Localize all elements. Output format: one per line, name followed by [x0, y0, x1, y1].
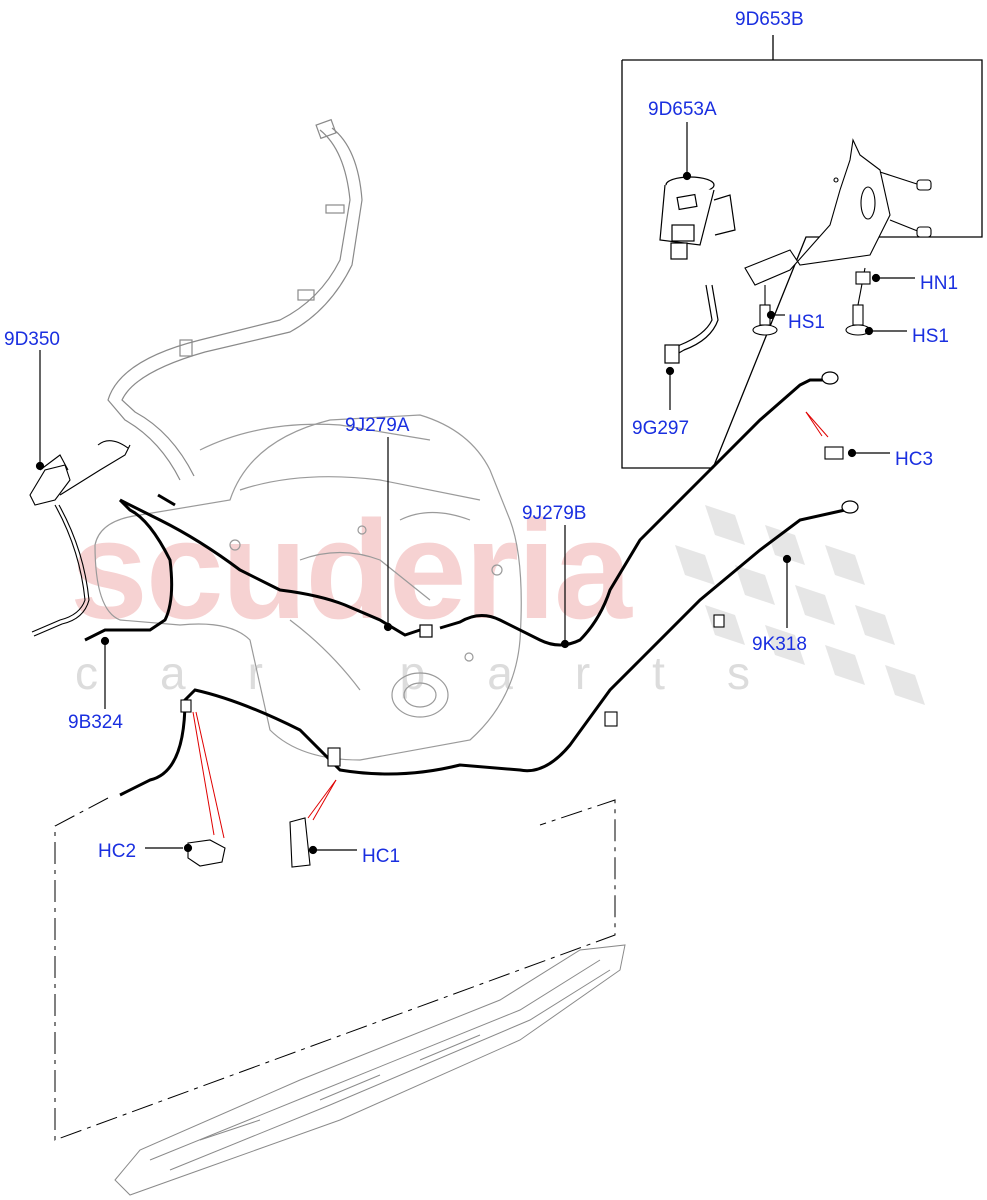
callout-9d653b[interactable]: 9D653B — [735, 9, 804, 30]
pipe-9j279a — [119, 493, 421, 637]
callout-9d350[interactable]: 9D350 — [4, 329, 60, 350]
pipe-9b324 — [84, 498, 174, 642]
checkered-flag-watermark — [675, 505, 925, 705]
callout-hc1[interactable]: HC1 — [362, 846, 401, 867]
fitting-9j279b — [821, 371, 839, 385]
leader-lines — [35, 122, 915, 855]
underbody-shield-panel — [114, 944, 626, 1196]
callout-hs1-left[interactable]: HS1 — [788, 312, 825, 333]
callout-9k318[interactable]: 9K318 — [752, 634, 807, 655]
callout-9b324[interactable]: 9B324 — [68, 712, 123, 733]
callout-9d653a[interactable]: 9D653A — [648, 99, 717, 120]
connector-9j279a — [419, 624, 433, 638]
callout-hn1[interactable]: HN1 — [920, 273, 959, 294]
clips — [180, 446, 844, 868]
callout-9j279b[interactable]: 9J279B — [522, 503, 587, 524]
callout-9g297[interactable]: 9G297 — [632, 418, 690, 439]
callout-hc3[interactable]: HC3 — [895, 449, 934, 470]
bolts — [752, 171, 932, 336]
mounting-bracket — [744, 138, 891, 286]
hose-9g297 — [664, 284, 719, 364]
fuel-tank — [94, 414, 522, 761]
fitting-9k318 — [841, 500, 859, 514]
pipe-9k318 — [119, 508, 846, 797]
clip-indicator-lines — [192, 411, 829, 839]
callout-hs1-right[interactable]: HS1 — [912, 326, 949, 347]
purge-valve — [659, 176, 736, 260]
underbody-phantom-outline — [54, 797, 616, 1141]
callout-hc2[interactable]: HC2 — [98, 841, 137, 862]
pipe-9j279b — [439, 378, 830, 647]
callout-9j279a[interactable]: 9J279A — [345, 415, 410, 436]
assembly-box-9d653b — [621, 35, 983, 469]
vent-valve-assembly — [29, 440, 131, 637]
filler-hose — [107, 118, 363, 481]
